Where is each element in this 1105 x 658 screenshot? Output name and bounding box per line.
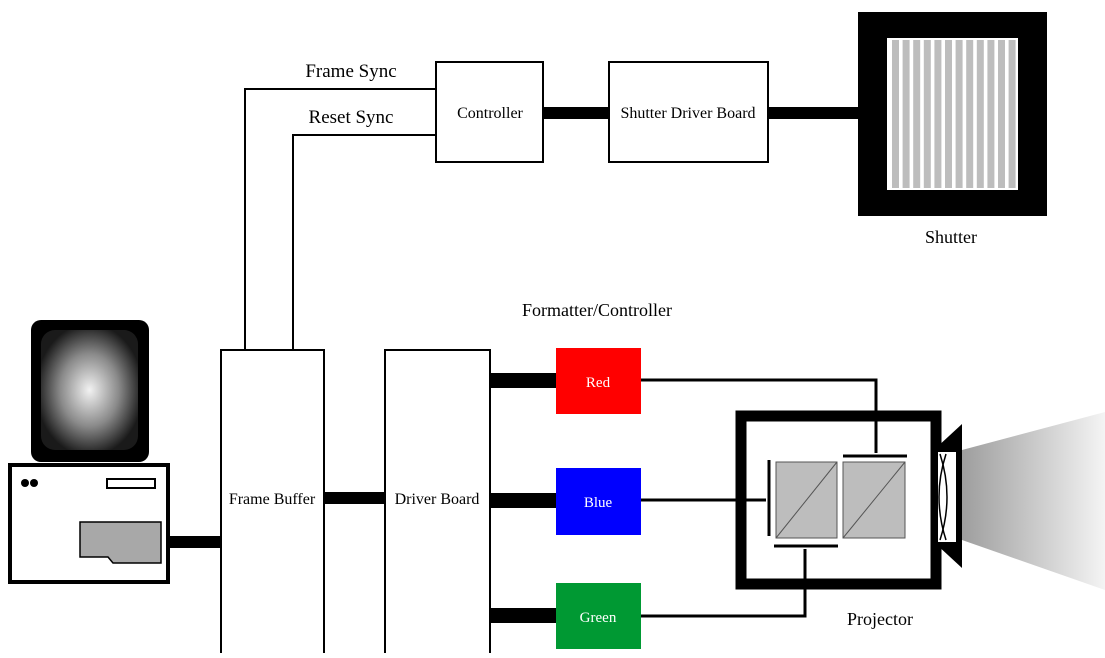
green-channel-block <box>556 583 641 649</box>
formatter-controller-label: Formatter/Controller <box>522 300 672 320</box>
projector-label: Projector <box>847 609 913 629</box>
green-signal-line <box>641 549 807 618</box>
shutter-slat <box>913 40 921 188</box>
reset-sync-line <box>292 134 436 350</box>
driver-board-label: Driver Board <box>395 491 480 508</box>
frame-buffer-to-driver-board-bus <box>324 492 385 504</box>
shutter-slat <box>945 40 952 188</box>
red-channel-block <box>556 348 641 414</box>
shutter-driver-to-shutter-bus <box>768 107 858 119</box>
frame-sync-label: Frame Sync <box>305 61 396 82</box>
projector-icon <box>735 410 962 590</box>
blue-channel-label: Blue <box>584 495 613 511</box>
reset-sync-label: Reset Sync <box>309 107 394 128</box>
shutter-slat <box>955 40 963 188</box>
shutter-slat <box>934 40 942 188</box>
red-signal-line <box>641 378 878 453</box>
shutter-slat <box>892 40 899 188</box>
shutter-slat <box>923 40 931 188</box>
driver-to-blue-bus <box>490 493 556 508</box>
frame-buffer-box <box>220 349 325 658</box>
controller-box <box>435 61 544 163</box>
driver-to-green-bus <box>490 608 556 623</box>
shutter-slat <box>966 40 974 188</box>
shutter-slat <box>1008 40 1016 188</box>
frame-buffer-label: Frame Buffer <box>229 491 316 508</box>
shutter-slat <box>902 40 910 188</box>
computer-to-frame-buffer-bus <box>168 536 221 548</box>
controller-to-shutter-driver-bus <box>543 107 609 119</box>
shutter-slat <box>998 40 1005 188</box>
light-beam-icon <box>962 412 1105 590</box>
blue-channel-block <box>556 468 641 535</box>
red-channel-label: Red <box>586 375 611 391</box>
shutter-icon <box>858 12 1047 216</box>
shutter-driver-board-label: Shutter Driver Board <box>620 105 755 122</box>
computer-icon <box>8 320 170 584</box>
shutter-label: Shutter <box>925 227 977 247</box>
green-channel-label: Green <box>580 610 617 626</box>
controller-label: Controller <box>457 105 523 122</box>
shutter-driver-board-box <box>608 61 769 163</box>
driver-board-box <box>384 349 491 658</box>
frame-sync-line <box>244 88 436 350</box>
shutter-slat <box>976 40 984 188</box>
driver-to-red-bus <box>490 373 556 388</box>
shutter-slat <box>987 40 995 188</box>
